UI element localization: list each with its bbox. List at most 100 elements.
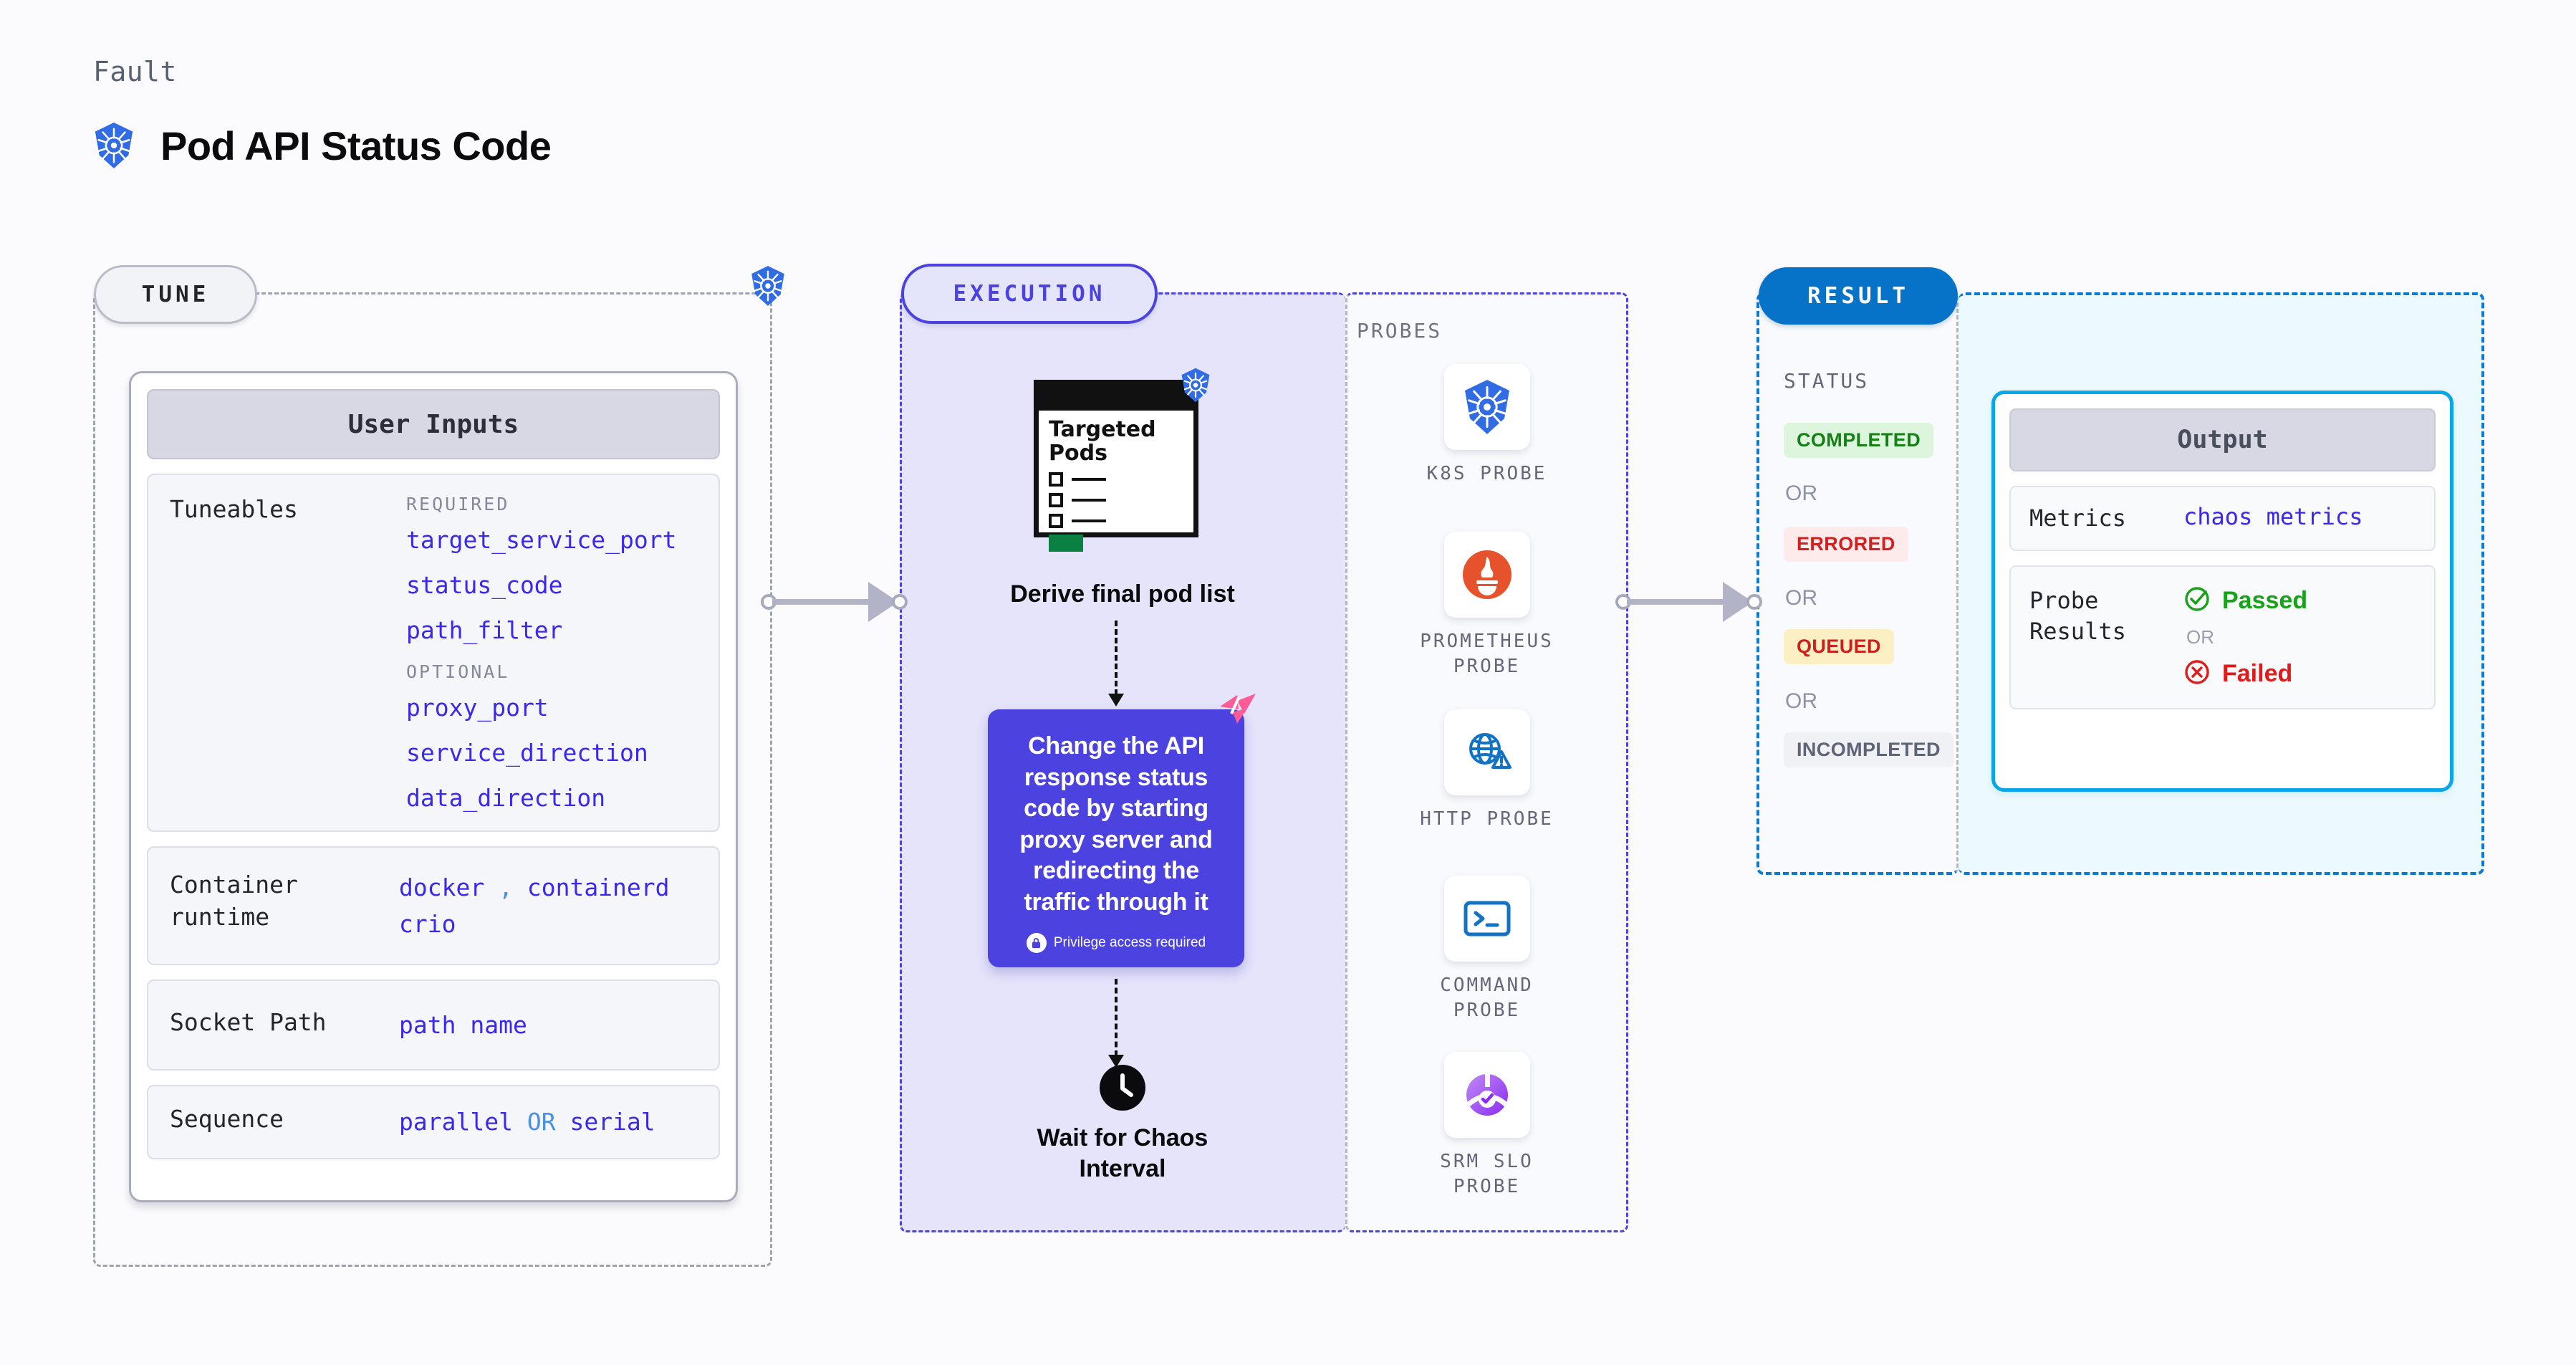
privilege-note-text: Privilege access required xyxy=(1053,935,1206,950)
container-runtime-block: Container runtime docker , containerd cr… xyxy=(147,846,720,966)
probe-label-line2: PROBE xyxy=(1453,1176,1521,1198)
metrics-label: Metrics xyxy=(2029,504,2126,532)
targeted-pods-card: Targeted Pods xyxy=(1034,368,1210,552)
checkbox-icon xyxy=(1049,514,1063,528)
probe-http[interactable]: HTTP PROBE xyxy=(1345,709,1628,832)
pods-checklist xyxy=(1039,465,1193,528)
tuneable-item[interactable]: target_service_port xyxy=(406,526,677,554)
probe-label-line1: SRM SLO xyxy=(1440,1151,1534,1172)
tuneables-block: Tuneables REQUIRED target_service_port s… xyxy=(147,474,720,832)
status-badge-errored: ERRORED xyxy=(1784,527,1908,562)
terminal-icon xyxy=(1443,876,1530,962)
kubernetes-icon xyxy=(92,122,136,169)
kubernetes-icon xyxy=(1179,368,1212,406)
x-circle-icon xyxy=(2183,658,2211,689)
pods-card-title-line1: Targeted xyxy=(1049,417,1156,442)
probe-prometheus[interactable]: PROMETHEUS PROBE xyxy=(1345,532,1628,679)
user-inputs-title: User Inputs xyxy=(147,389,720,459)
probes-heading: PROBES xyxy=(1357,319,1443,343)
harness-pink-badge-icon xyxy=(1216,692,1260,737)
or-label: OR xyxy=(1785,689,1817,713)
http-globe-icon xyxy=(1443,709,1530,795)
clock-icon xyxy=(900,1064,1345,1111)
arrow-down-icon xyxy=(1108,1055,1124,1068)
probe-command[interactable]: COMMAND PROBE xyxy=(1345,876,1628,1023)
failed-label: Failed xyxy=(2222,660,2293,688)
probe-label-line2: PROBE xyxy=(1453,656,1521,678)
runtime-value: containerd xyxy=(527,873,670,901)
probe-results-row: Probe Results Passed OR xyxy=(2009,565,2436,710)
tune-stage-region xyxy=(93,292,772,1267)
socket-path-label: Socket Path xyxy=(170,1008,327,1037)
socket-path-value: path name xyxy=(399,1011,527,1040)
wait-label-line1: Wait for Chaos xyxy=(1037,1124,1208,1151)
status-badge-incompleted: INCOMPLETED xyxy=(1784,732,1953,767)
sequence-conjunction: OR xyxy=(527,1108,556,1136)
probe-k8s[interactable]: K8S PROBE xyxy=(1345,364,1628,487)
pods-card-title-line2: Pods xyxy=(1049,441,1107,466)
connector-dashed xyxy=(1115,979,1118,1056)
or-label: OR xyxy=(1785,482,1817,505)
kubernetes-icon xyxy=(749,265,787,310)
lock-icon xyxy=(1026,933,1047,953)
action-card-text: Change the API response status code by s… xyxy=(1019,732,1213,916)
srm-slo-icon xyxy=(1443,1052,1530,1138)
probe-results-label: Probe Results xyxy=(2029,587,2126,646)
wait-label-line2: Interval xyxy=(1079,1154,1166,1182)
check-circle-icon xyxy=(2183,585,2211,616)
tuneable-item[interactable]: path_filter xyxy=(406,616,563,644)
runtime-value: crio xyxy=(399,910,456,939)
page-title: Pod API Status Code xyxy=(160,123,552,168)
derive-pod-list-caption: Derive final pod list xyxy=(1010,580,1235,608)
probe-label-line2: PROBE xyxy=(1453,1000,1521,1022)
tuneable-item[interactable]: status_code xyxy=(406,571,563,599)
runtime-value: docker xyxy=(399,873,485,901)
status-heading: STATUS xyxy=(1784,369,1870,393)
probe-label-line1: COMMAND xyxy=(1440,974,1534,996)
wait-for-chaos-interval: Wait for Chaos Interval xyxy=(900,1064,1345,1184)
or-label: OR xyxy=(2186,626,2214,648)
stage-label-tune[interactable]: TUNE xyxy=(94,265,257,324)
probe-srm-slo[interactable]: SRM SLO PROBE xyxy=(1345,1052,1628,1199)
page-header: Pod API Status Code xyxy=(92,122,552,169)
optional-heading: OPTIONAL xyxy=(406,661,510,682)
tuneables-label: Tuneables xyxy=(170,495,298,523)
probe-result-failed: Failed xyxy=(2183,658,2307,689)
passed-label: Passed xyxy=(2222,587,2308,615)
stage-label-result[interactable]: RESULT xyxy=(1759,267,1958,325)
page-kicker: Fault xyxy=(93,56,177,87)
metrics-row: Metrics chaos metrics xyxy=(2009,486,2436,552)
status-badge-completed: COMPLETED xyxy=(1784,423,1934,458)
metrics-value: chaos metrics xyxy=(2183,503,2363,530)
sequence-block: Sequence parallel OR serial xyxy=(147,1085,720,1159)
probe-result-passed: Passed xyxy=(2183,585,2307,616)
privilege-note: Privilege access required xyxy=(1026,933,1206,953)
stage-label-execution[interactable]: EXECUTION xyxy=(901,264,1158,324)
or-label: OR xyxy=(1785,586,1817,610)
arrow-down-icon xyxy=(1108,694,1124,707)
output-card: Output Metrics chaos metrics Probe Resul… xyxy=(1991,391,2454,792)
container-runtime-label: Container runtime xyxy=(170,871,298,931)
result-status-region xyxy=(1756,292,1959,875)
runtime-separator: , xyxy=(499,873,513,901)
status-badge-queued: QUEUED xyxy=(1784,629,1894,664)
checkbox-icon xyxy=(1049,472,1063,487)
probe-label-line1: HTTP PROBE xyxy=(1420,808,1554,830)
pods-progress-bar xyxy=(1049,535,1083,552)
connector-dashed xyxy=(1115,621,1118,695)
kubernetes-icon xyxy=(1443,364,1530,450)
tuneable-item[interactable]: proxy_port xyxy=(406,694,549,722)
tuneable-item[interactable]: data_direction xyxy=(406,784,606,812)
probe-label-line1: PROMETHEUS xyxy=(1420,631,1554,652)
probe-label-line1: K8S PROBE xyxy=(1426,463,1547,484)
sequence-value-b: serial xyxy=(569,1108,655,1136)
checkbox-icon xyxy=(1049,493,1063,507)
socket-path-block: Socket Path path name xyxy=(147,980,720,1071)
output-card-title: Output xyxy=(2009,408,2436,471)
tuneable-item[interactable]: service_direction xyxy=(406,739,648,767)
sequence-label: Sequence xyxy=(170,1105,284,1134)
user-inputs-card: User Inputs Tuneables REQUIRED target_se… xyxy=(129,371,738,1202)
prometheus-icon xyxy=(1443,532,1530,618)
pods-card-topbar xyxy=(1039,385,1193,411)
